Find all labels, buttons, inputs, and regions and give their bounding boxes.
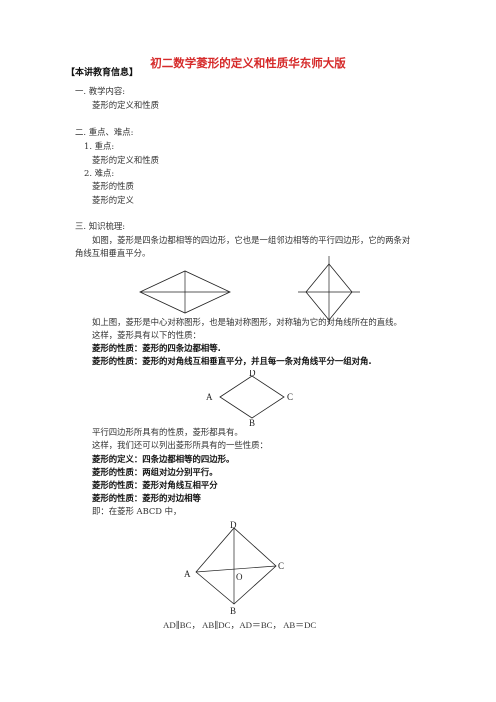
- section-3-paragraph-line-1: 如图，菱形是四条边都相等的四边形，它也是一组邻边相等的平行四边形，它的两条对: [92, 235, 411, 245]
- property-equal-sides: 菱形的性质：菱形的四条边都相等.: [92, 343, 221, 353]
- vertex-label-b: B: [230, 606, 236, 616]
- vertex-label-d: D: [230, 520, 237, 530]
- paragraph-3-line-3: 即：在菱形 ABCD 中，: [92, 506, 182, 516]
- rhombus-diagram-vertical: [298, 256, 360, 324]
- vertex-label-b: B: [249, 418, 255, 426]
- rhombus-abcd-diagonals-diagram: D A C B O: [184, 520, 284, 616]
- rhombus-diagram-horizontal: [139, 270, 231, 314]
- property-diagonals-perpendicular: 菱形的性质：菱形的对角线互相垂直平分，并且每一条对角线平分一组对角.: [92, 356, 372, 366]
- vertex-label-a: A: [184, 569, 191, 579]
- paragraph-2-line-2: 这样，菱形具有以下的性质：: [92, 330, 201, 340]
- section-3-paragraph-line-2: 角线互相垂直平分。: [75, 248, 151, 258]
- section-2-2-item-2: 菱形的定义: [92, 195, 134, 205]
- definition-rhombus: 菱形的定义：四条边都相等的四边形。: [92, 454, 235, 464]
- paragraph-2-line-1: 如上图，菱形是中心对称图形，也是轴对称图形，对称轴为它的对角线所在的直线。: [92, 317, 402, 327]
- vertex-label-c: C: [278, 561, 284, 571]
- section-2-2-item-1: 菱形的性质: [92, 181, 134, 191]
- section-1-heading: 一. 教学内容:: [75, 86, 126, 96]
- paragraph-3-line-2: 这样，我们还可以列出菱形所具有的一些性质：: [92, 440, 268, 450]
- paragraph-3-line-1: 平行四边形所具有的性质，菱形都具有。: [92, 427, 243, 437]
- properties-formula: AD∥BC， AB∥DC，AD＝BC， AB＝DC: [163, 620, 317, 630]
- section-2-2-heading: 2. 难点:: [84, 168, 115, 178]
- property-opposite-sides-equal: 菱形的性质：菱形的对边相等: [92, 493, 201, 503]
- section-2-heading: 二. 重点、难点:: [75, 127, 134, 137]
- property-diagonals-bisect: 菱形的性质：菱形对角线互相平分: [92, 480, 218, 490]
- section-header: 【本讲教育信息】: [66, 68, 139, 78]
- document-title: 初二数学菱形的定义和性质华东师大版: [150, 56, 346, 70]
- property-opposite-sides-parallel: 菱形的性质：两组对边分别平行。: [92, 467, 218, 477]
- vertex-label-d: D: [249, 370, 256, 378]
- center-label-o: O: [236, 572, 243, 582]
- section-1-item: 菱形的定义和性质: [92, 100, 159, 110]
- section-2-1-heading: 1. 重点:: [84, 141, 115, 151]
- section-3-heading: 三. 知识梳理:: [75, 221, 126, 231]
- rhombus-abcd-diagram: D A C B: [206, 370, 293, 426]
- section-2-1-item: 菱形的定义和性质: [92, 155, 159, 165]
- vertex-label-a: A: [206, 392, 213, 402]
- vertex-label-c: C: [287, 392, 293, 402]
